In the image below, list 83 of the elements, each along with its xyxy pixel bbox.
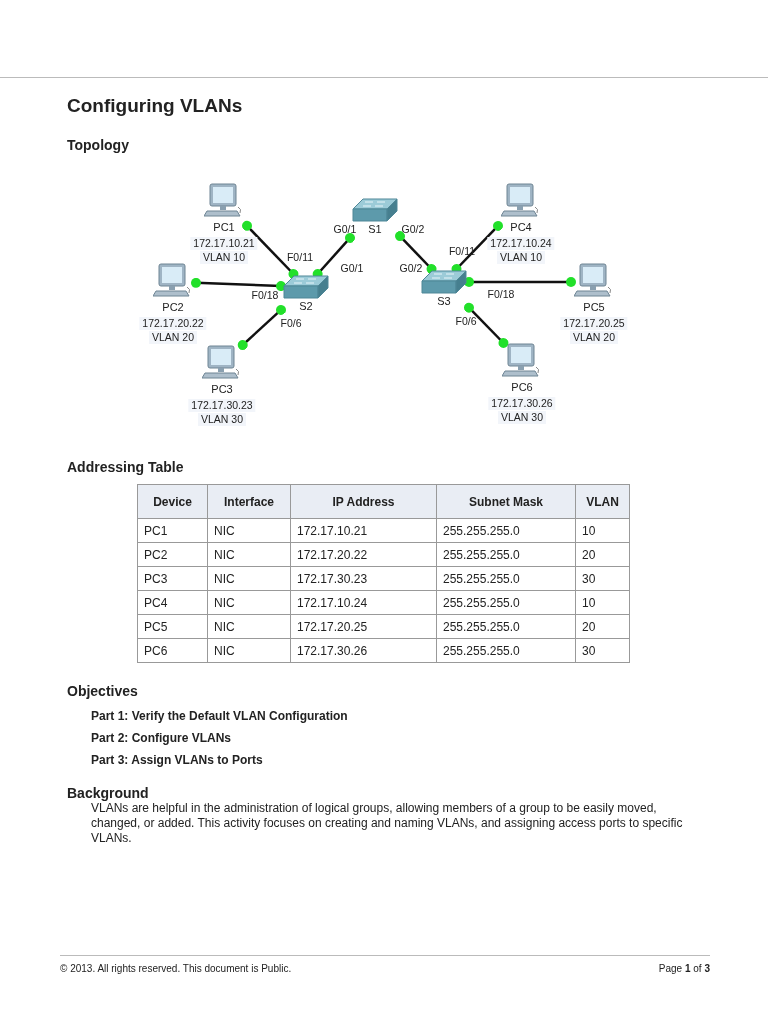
port-label: G0/1 <box>333 223 357 235</box>
network-cable <box>242 220 299 279</box>
vlan-text: VLAN 20 <box>570 331 618 344</box>
table-cell: NIC <box>208 615 291 639</box>
table-cell: 20 <box>576 615 630 639</box>
network-cable <box>191 277 286 292</box>
table-cell: 255.255.255.0 <box>437 615 576 639</box>
table-cell: 172.17.20.22 <box>291 543 437 567</box>
background-paragraph: VLANs are helpful in the administration of logical groups, allowing members of a group to be easily moved, changed, or added. This activity focuses on creating and naming VLANs, and assigning access ports to specific VLANs. <box>91 801 684 846</box>
table-cell: 255.255.255.0 <box>437 639 576 663</box>
section-heading: Topology <box>67 137 129 153</box>
port-label: F0/11 <box>448 245 476 257</box>
table-cell: 30 <box>576 567 630 591</box>
objective-item: Part 1: Verify the Default VLAN Configuration <box>91 709 348 723</box>
network-cable <box>464 277 576 287</box>
table-cell: NIC <box>208 639 291 663</box>
table-cell: PC3 <box>138 567 208 591</box>
port-label: F0/18 <box>487 288 515 300</box>
port-label: G0/2 <box>401 223 425 235</box>
device-name: PC1 <box>213 221 235 234</box>
header-cell: VLAN <box>576 485 630 519</box>
ip-address-text: 172.17.30.26 <box>488 397 556 410</box>
page-title: Configuring VLANs <box>67 95 243 117</box>
table-cell: NIC <box>208 543 291 567</box>
table-cell: 172.17.30.26 <box>291 639 437 663</box>
table-cell: 255.255.255.0 <box>437 519 576 543</box>
table-cell: PC6 <box>138 639 208 663</box>
network-cable <box>237 304 286 350</box>
table-cell: 255.255.255.0 <box>437 543 576 567</box>
table-cell: 255.255.255.0 <box>437 591 576 615</box>
table-cell: 172.17.10.21 <box>291 519 437 543</box>
section-heading: Addressing Table <box>67 459 184 475</box>
table-cell: PC4 <box>138 591 208 615</box>
section-heading: Objectives <box>67 683 138 699</box>
ip-address-text: 172.17.10.24 <box>487 237 555 250</box>
device-name: S1 <box>368 223 382 236</box>
table-cell: 20 <box>576 543 630 567</box>
ip-address-text: 172.17.20.25 <box>560 317 628 330</box>
vlan-text: VLAN 20 <box>149 331 197 344</box>
table-cell: NIC <box>208 567 291 591</box>
device-name: PC2 <box>162 301 184 314</box>
table-cell: PC1 <box>138 519 208 543</box>
table-cell: PC5 <box>138 615 208 639</box>
table-cell: 172.17.20.25 <box>291 615 437 639</box>
vlan-text: VLAN 10 <box>200 251 248 264</box>
header-cell: Subnet Mask <box>437 485 576 519</box>
header-cell: IP Address <box>291 485 437 519</box>
vlan-text: VLAN 30 <box>198 413 246 426</box>
device-name: PC3 <box>211 383 233 396</box>
port-label: G0/2 <box>399 262 423 274</box>
network-cable <box>395 231 437 274</box>
ip-address-text: 172.17.10.21 <box>190 237 258 250</box>
table-cell: 10 <box>576 591 630 615</box>
table-cell: NIC <box>208 591 291 615</box>
device-name: PC4 <box>510 221 532 234</box>
port-label: F0/6 <box>280 317 302 329</box>
header-cell: Interface <box>208 485 291 519</box>
device-name: PC5 <box>583 301 605 314</box>
section-heading: Background <box>67 785 149 801</box>
port-label: F0/11 <box>286 251 314 263</box>
vlan-text: VLAN 30 <box>498 411 546 424</box>
network-cable <box>464 302 509 348</box>
objective-item: Part 3: Assign VLANs to Ports <box>91 753 263 767</box>
table-cell: 30 <box>576 639 630 663</box>
table-cell: 172.17.10.24 <box>291 591 437 615</box>
vlan-text: VLAN 10 <box>497 251 545 264</box>
ip-address-text: 172.17.30.23 <box>188 399 256 412</box>
table-cell: PC2 <box>138 543 208 567</box>
table-cell: 10 <box>576 519 630 543</box>
port-label: F0/18 <box>251 289 279 301</box>
device-name: S2 <box>299 300 313 313</box>
device-name: PC6 <box>511 381 533 394</box>
port-label: G0/1 <box>340 262 364 274</box>
table-cell: NIC <box>208 519 291 543</box>
table-cell: 255.255.255.0 <box>437 567 576 591</box>
table-cell: 172.17.30.23 <box>291 567 437 591</box>
device-name: S3 <box>437 295 451 308</box>
copyright-text: © 2013. All rights reserved. This document is Public. <box>60 963 292 974</box>
header-cell: Device <box>138 485 208 519</box>
objective-item: Part 2: Configure VLANs <box>91 731 231 745</box>
port-label: F0/6 <box>455 315 477 327</box>
ip-address-text: 172.17.20.22 <box>139 317 207 330</box>
page-number: Page 1 of 3 <box>658 963 710 974</box>
